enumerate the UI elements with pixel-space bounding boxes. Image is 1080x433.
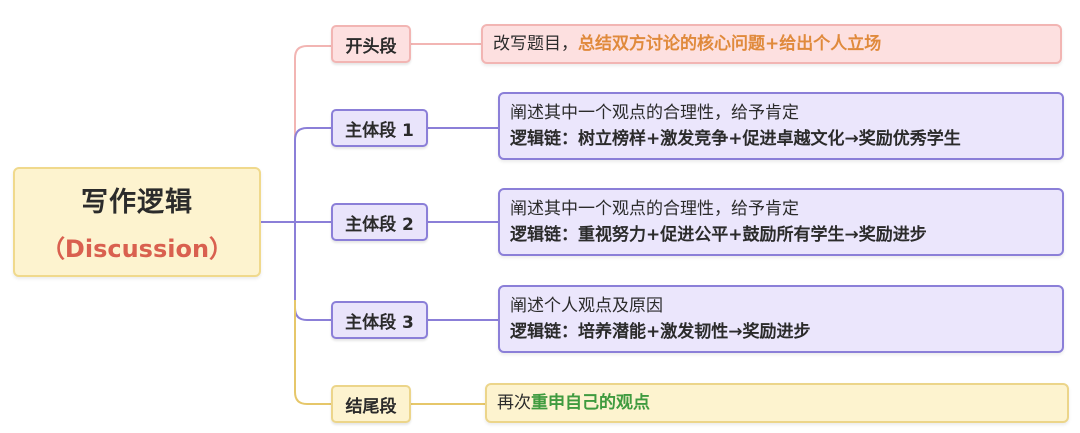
detail-opening-prefix: 改写题目， — [493, 33, 578, 54]
detail-body-3: 阐述个人观点及原因 逻辑链：培养潜能+激发韧性→奖励进步 — [498, 285, 1064, 353]
detail-closing-text: 再次重申自己的观点 — [497, 390, 1057, 416]
detail-opening-text: 改写题目，总结双方讨论的核心问题+给出个人立场 — [493, 31, 1050, 57]
detail-body-2-line1: 阐述其中一个观点的合理性，给予肯定 — [510, 198, 799, 219]
node-body-2: 主体段 2 — [331, 203, 428, 241]
detail-closing: 再次重申自己的观点 — [485, 383, 1069, 423]
node-closing: 结尾段 — [331, 385, 411, 423]
detail-body-1-chain: 逻辑链：树立榜样+激发竞争+促进卓越文化→奖励优秀学生 — [510, 129, 961, 149]
node-opening: 开头段 — [331, 25, 411, 63]
detail-closing-highlight: 重申自己的观点 — [531, 392, 650, 413]
detail-body-2: 阐述其中一个观点的合理性，给予肯定 逻辑链：重视努力+促进公平+鼓励所有学生→奖… — [498, 188, 1064, 256]
root-node: 写作逻辑 （Discussion） — [13, 167, 261, 277]
detail-body-2-chain: 逻辑链：重视努力+促进公平+鼓励所有学生→奖励进步 — [510, 225, 927, 245]
detail-opening: 改写题目，总结双方讨论的核心问题+给出个人立场 — [481, 24, 1062, 64]
closing-branch — [294, 300, 331, 405]
detail-closing-prefix: 再次 — [497, 392, 531, 413]
detail-opening-highlight: 总结双方讨论的核心问题+给出个人立场 — [578, 33, 882, 54]
opening-branch — [294, 45, 331, 222]
node-body-1: 主体段 1 — [331, 109, 428, 147]
body3-branch — [294, 222, 331, 321]
detail-body-3-line1: 阐述个人观点及原因 — [510, 295, 663, 316]
detail-body-1: 阐述其中一个观点的合理性，给予肯定 逻辑链：树立榜样+激发竞争+促进卓越文化→奖… — [498, 92, 1064, 160]
body1-branch — [294, 127, 331, 141]
root-title: 写作逻辑 — [81, 187, 193, 218]
root-subtitle: （Discussion） — [40, 235, 234, 263]
node-body-3: 主体段 3 — [331, 301, 428, 339]
detail-body-3-chain: 逻辑链：培养潜能+激发韧性→奖励进步 — [510, 322, 811, 342]
detail-body-1-line1: 阐述其中一个观点的合理性，给予肯定 — [510, 102, 799, 123]
